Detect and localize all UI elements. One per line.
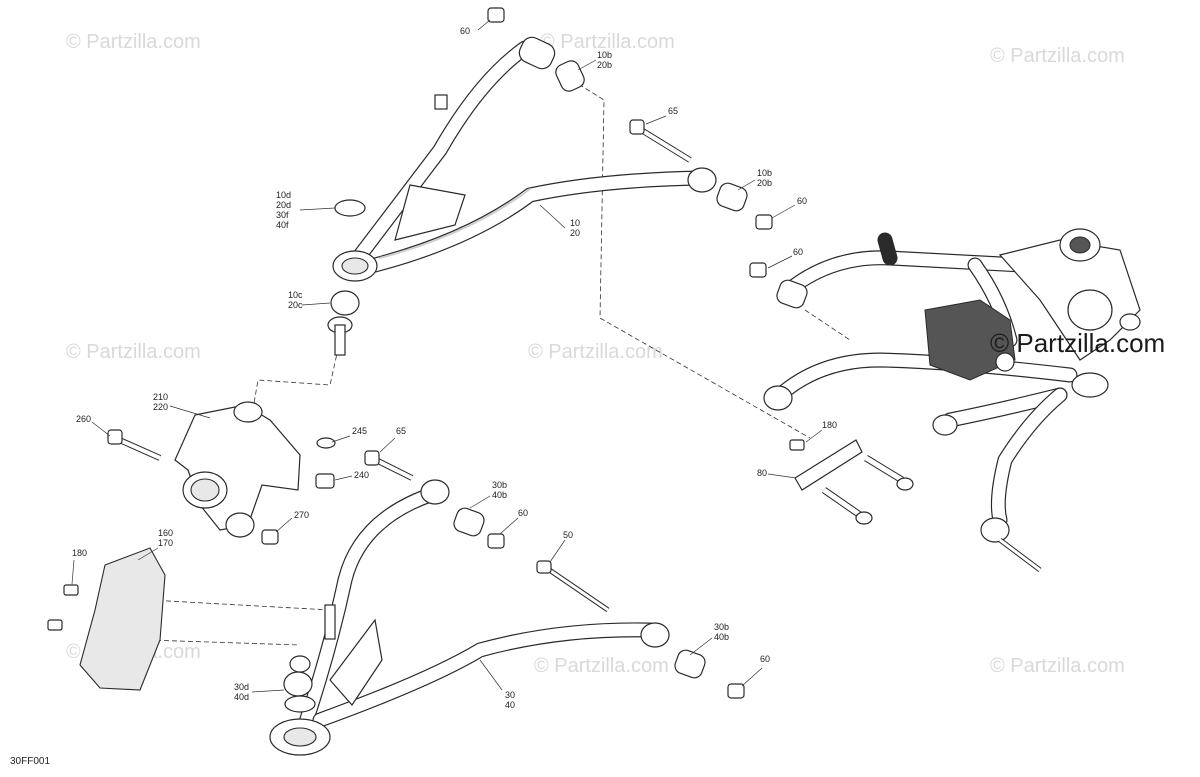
leader-lines	[71, 19, 823, 693]
callout-label: 60	[518, 508, 528, 518]
callout-line: 10	[570, 218, 580, 228]
callout-line: 10b	[597, 50, 612, 60]
watermark: © Partzilla.com	[528, 341, 663, 363]
callout-line: 180	[822, 420, 837, 430]
callout-label: 240	[354, 470, 369, 480]
partzilla-watermark: © Partzilla.com	[990, 328, 1165, 358]
callout-line: 40d	[234, 692, 249, 702]
callout-line: 40f	[276, 220, 289, 230]
callout-label: 245	[352, 426, 367, 436]
watermarks: © Partzilla.com © Partzilla.com © Partzi…	[66, 31, 1125, 677]
callout-line: 10b	[757, 168, 772, 178]
callout-label: 260	[76, 414, 91, 424]
callout-line: 20b	[757, 178, 772, 188]
callout-line: 180	[72, 548, 87, 558]
callout-line: 20d	[276, 200, 291, 210]
watermark: © Partzilla.com	[66, 341, 201, 363]
callout-line: 30	[505, 690, 515, 700]
callout-line: 10c	[288, 290, 303, 300]
callout-line: 65	[396, 426, 406, 436]
watermark: © Partzilla.com	[540, 31, 675, 53]
callout-line: 40b	[492, 490, 507, 500]
callout-label: 65	[396, 426, 406, 436]
callout-line: 210	[153, 392, 168, 402]
callout-label: 60	[797, 196, 807, 206]
callout-line: 220	[153, 402, 168, 412]
callout-line: 40b	[714, 632, 729, 642]
callout-line: 60	[797, 196, 807, 206]
callout-line: 170	[158, 538, 173, 548]
callout-label: 80	[757, 468, 767, 478]
callout-label: 60	[793, 247, 803, 257]
callout-line: 20c	[288, 300, 303, 310]
watermark: © Partzilla.com	[534, 655, 669, 677]
callout-label: 65	[668, 106, 678, 116]
watermark: © Partzilla.com	[990, 655, 1125, 677]
callout-line: 20	[570, 228, 580, 238]
watermark: © Partzilla.com	[66, 31, 201, 53]
lower-arm-hardware	[283, 450, 745, 713]
callout-line: 80	[757, 468, 767, 478]
callout-label: 180	[72, 548, 87, 558]
callout-label: 270	[294, 510, 309, 520]
callout-line: 65	[668, 106, 678, 116]
callout-line: 30b	[492, 480, 507, 490]
callout-line: 60	[760, 654, 770, 664]
watermark: © Partzilla.com	[990, 45, 1125, 67]
callout-line: 30b	[714, 622, 729, 632]
callout-label: 180	[822, 420, 837, 430]
callout-line: 60	[460, 26, 470, 36]
callout-line: 240	[354, 470, 369, 480]
callout-line: 20b	[597, 60, 612, 70]
callout-line: 30d	[234, 682, 249, 692]
callout-line: 10d	[276, 190, 291, 200]
diagram-code: 30FF001	[10, 756, 50, 767]
upper-a-arm	[332, 36, 717, 282]
callout-line: 60	[518, 508, 528, 518]
alignment-lines	[147, 79, 851, 646]
callout-line: 245	[352, 426, 367, 436]
callout-line: 270	[294, 510, 309, 520]
callout-label: 60	[460, 26, 470, 36]
bracket-and-bolts	[789, 439, 914, 525]
callout-line: 260	[76, 414, 91, 424]
guard-plate	[47, 547, 166, 691]
callout-line: 30f	[276, 210, 289, 220]
upper-arm-hardware	[327, 7, 773, 356]
callout-line: 160	[158, 528, 173, 538]
callout-line: 60	[793, 247, 803, 257]
lower-a-arm	[269, 479, 670, 756]
callout-label: 60	[760, 654, 770, 664]
callout-line: 40	[505, 700, 515, 710]
steering-knuckle	[107, 401, 336, 545]
callout-label: 50	[563, 530, 573, 540]
callout-line: 50	[563, 530, 573, 540]
assembled-suspension	[749, 228, 1141, 572]
